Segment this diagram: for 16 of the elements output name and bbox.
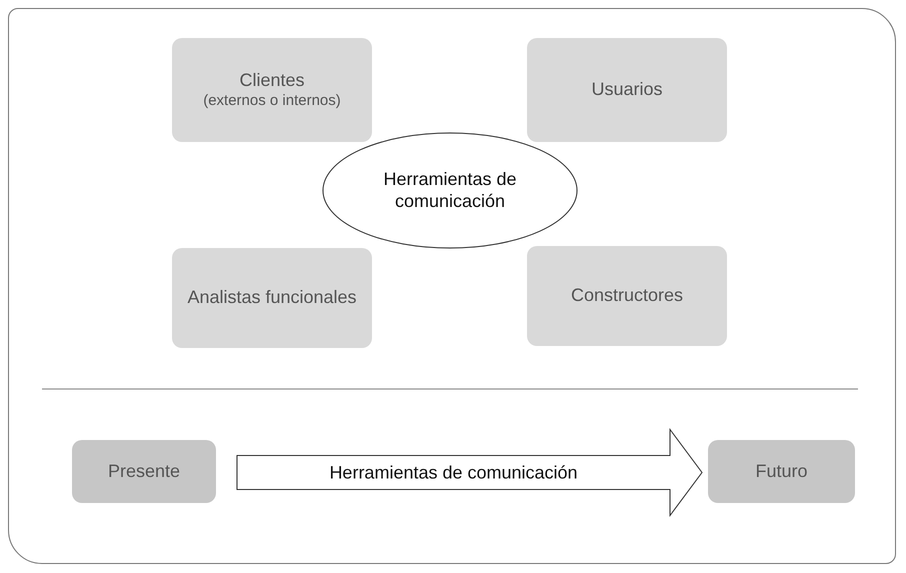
node-label: Herramientas de comunicación bbox=[382, 168, 518, 212]
node-label: Futuro bbox=[755, 460, 808, 482]
node-label: Clientes bbox=[239, 70, 305, 92]
rounded-box bbox=[172, 38, 372, 142]
node-label: Presente bbox=[108, 460, 180, 482]
rounded-box bbox=[527, 38, 727, 142]
rounded-box bbox=[708, 440, 855, 503]
node-label: Usuarios bbox=[591, 79, 663, 101]
subtitle-text: (externos o internos) bbox=[203, 92, 341, 110]
node-label: Analistas funcionales bbox=[187, 287, 357, 309]
rounded-box bbox=[72, 440, 216, 503]
block-arrow bbox=[236, 428, 703, 517]
rounded-box bbox=[527, 246, 727, 346]
edge-label: Herramientas de comunicación bbox=[329, 462, 578, 483]
node-label: Constructores bbox=[570, 285, 684, 307]
rounded-box bbox=[172, 248, 372, 348]
